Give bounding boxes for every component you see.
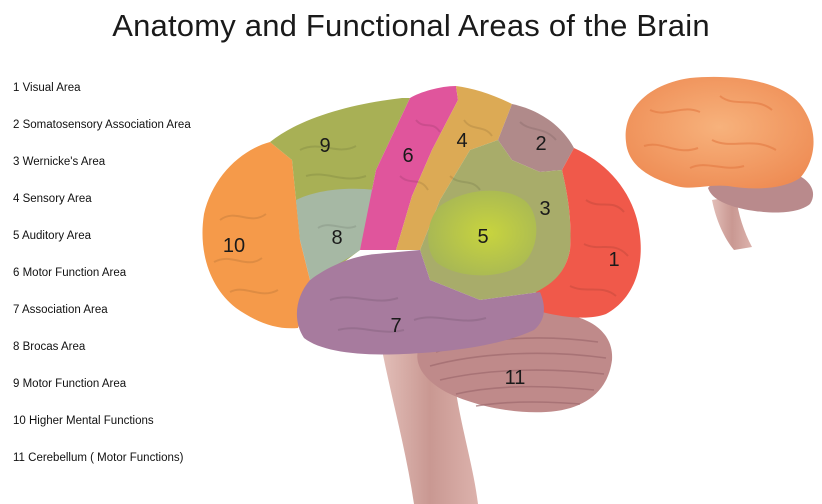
small-cerebrum	[626, 77, 814, 189]
region-label-visual-area: 1	[608, 249, 619, 271]
region-label-brocas-area: 8	[331, 227, 342, 249]
region-label-motor-function-6: 6	[402, 145, 413, 167]
region-label-cerebellum: 11	[505, 367, 526, 389]
small-brain-illustration	[626, 77, 814, 250]
region-label-somatosensory-association: 2	[535, 133, 546, 155]
region-label-association-area: 7	[390, 315, 401, 337]
region-label-higher-mental-functions: 10	[223, 235, 245, 257]
region-label-auditory-area: 5	[477, 226, 488, 248]
region-label-motor-function-9: 9	[319, 135, 330, 157]
region-label-sensory-area: 4	[456, 130, 467, 152]
main-brain-illustration: 1 2 3 4 5 6 7 8 9 10 11	[202, 86, 640, 504]
region-label-wernickes-area: 3	[539, 198, 550, 220]
